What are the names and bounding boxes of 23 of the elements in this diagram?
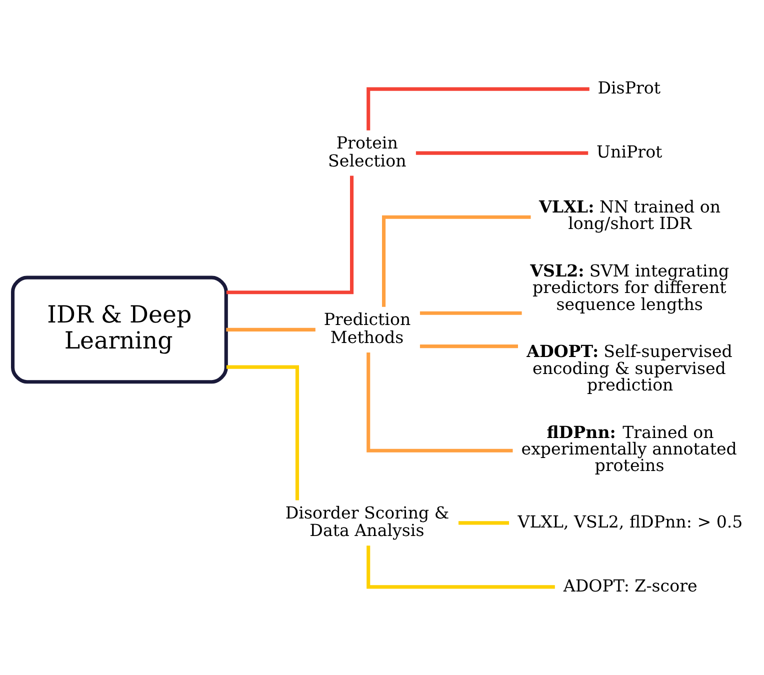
connector <box>382 214 531 306</box>
connector <box>226 364 300 500</box>
node-box: IDR & Deep Learning <box>10 275 228 384</box>
connector <box>366 545 555 588</box>
node-text: ADOPT: Z-score <box>563 576 698 595</box>
connector <box>226 175 354 294</box>
node-text: VSL2: SVM integrating predictors for different sequence lengths <box>530 260 730 314</box>
connector <box>420 344 518 348</box>
node-text: VLXL: NN trained on long/short IDR <box>539 196 721 233</box>
node-text: VLXL, VSL2, flDPnn: > 0.5 <box>518 512 743 531</box>
node-text: flDPnn: Trained on experimentally annotated proteins <box>521 421 737 474</box>
node-text: UniProt <box>596 142 662 161</box>
node-text: DisProt <box>598 78 661 97</box>
connector <box>416 150 588 154</box>
node-text: Protein Selection <box>328 133 406 170</box>
connector <box>458 520 510 524</box>
node-text: Disorder Scoring & Data Analysis <box>285 502 450 540</box>
node-text: Prediction Methods <box>324 310 411 346</box>
connector <box>366 86 590 130</box>
connector <box>366 352 513 452</box>
connector <box>420 310 522 314</box>
node-text: ADOPT: Self-supervised encoding & supervised prediction <box>526 340 732 394</box>
connector <box>226 327 316 331</box>
